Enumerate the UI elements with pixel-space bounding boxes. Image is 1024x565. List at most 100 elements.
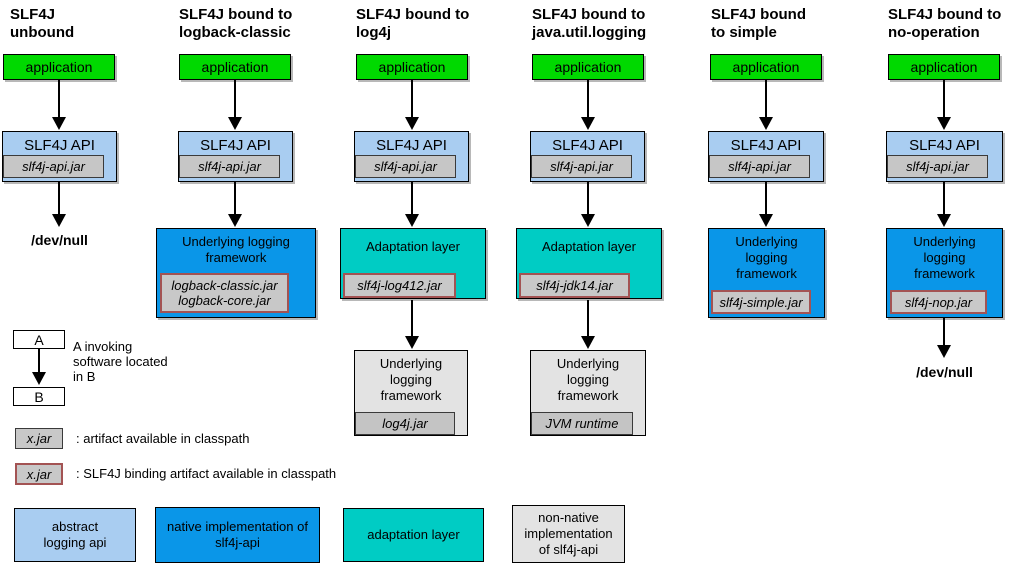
jar-name: slf4j-api.jar <box>728 159 791 174</box>
jar-name: slf4j-api.jar <box>198 159 261 174</box>
application-box: application <box>532 54 644 80</box>
application-label: application <box>201 59 269 75</box>
adaptation-layer-box-log4j: Adaptation layer slf4j-log412.jar <box>340 228 486 299</box>
arrow-line <box>943 80 945 118</box>
arrow-head <box>581 214 595 227</box>
arrow-head <box>52 214 66 227</box>
title-line: SLF4J <box>10 6 56 23</box>
legend-ab-text: A invoking software located in B <box>73 339 168 384</box>
color-key-label: abstract logging api <box>43 519 107 550</box>
arrow-line <box>765 80 767 118</box>
arrow-head <box>228 214 242 227</box>
slf4j-api-label: SLF4J API <box>376 137 447 154</box>
jar-name: slf4j-jdk14.jar <box>536 278 613 293</box>
color-key-nonnative-impl: non-native implementation of slf4j-api <box>512 505 625 563</box>
legend-artifact-jar: x.jar <box>15 428 63 449</box>
binding-jar-label: slf4j-simple.jar <box>711 290 811 314</box>
adaptation-label: Adaptation layer <box>542 239 636 254</box>
jar-name: slf4j-api.jar <box>906 159 969 174</box>
jar-name: x.jar <box>26 466 52 482</box>
arrow-line <box>58 80 60 118</box>
column-title-log4j: SLF4J bound to log4j <box>356 6 469 42</box>
color-key-label: adaptation layer <box>367 527 460 542</box>
arrow-head <box>937 117 951 130</box>
arrow-line <box>587 300 589 337</box>
application-label: application <box>554 59 622 75</box>
color-key-label: native implementation of slf4j-api <box>167 519 308 550</box>
jar-name: slf4j-api.jar <box>550 159 613 174</box>
framework-label: Underlying logging framework <box>182 234 290 265</box>
slf4j-api-jar-label: slf4j-api.jar <box>179 155 280 178</box>
application-label: application <box>910 59 978 75</box>
adaptation-layer-box-jul: Adaptation layer slf4j-jdk14.jar <box>516 228 662 299</box>
jar-name: slf4j-api.jar <box>22 159 85 174</box>
slf4j-api-box: SLF4J API slf4j-api.jar <box>2 131 117 182</box>
jar-name: slf4j-log412.jar <box>357 278 442 293</box>
column-title-simple: SLF4J bound to simple <box>711 6 806 42</box>
slf4j-api-jar-label: slf4j-api.jar <box>709 155 810 178</box>
framework-label: Underlying logging framework <box>913 234 976 281</box>
slf4j-api-label: SLF4J API <box>730 137 802 154</box>
slf4j-api-label: SLF4J API <box>909 137 980 154</box>
legend-a-label: A <box>34 331 44 348</box>
title-line: SLF4J bound to <box>356 6 470 23</box>
slf4j-api-jar-label: slf4j-api.jar <box>531 155 632 178</box>
column-title-unbound: SLF4J unbound <box>10 6 74 42</box>
slf4j-api-box: SLF4J API slf4j-api.jar <box>354 131 469 182</box>
dev-null-label: /dev/null <box>916 364 973 380</box>
arrow-head <box>32 372 46 385</box>
framework-label: Underlying logging framework <box>379 356 443 403</box>
framework-label: Underlying logging framework <box>556 356 620 403</box>
application-label: application <box>25 59 93 75</box>
jar-name: slf4j-api.jar <box>374 159 437 174</box>
legend-box-b: B <box>13 387 65 406</box>
jar-name: slf4j-nop.jar <box>904 294 973 310</box>
arrow-line <box>411 300 413 337</box>
arrow-head <box>52 117 66 130</box>
arrow-head <box>581 336 595 349</box>
color-key-native-impl: native implementation of slf4j-api <box>155 507 320 563</box>
slf4j-api-box: SLF4J API slf4j-api.jar <box>178 131 293 182</box>
arrow-line <box>765 182 767 215</box>
title-line: log4j <box>356 24 392 41</box>
color-key-abstract-api: abstract logging api <box>14 508 136 562</box>
arrow-head <box>759 214 773 227</box>
title-line: java.util.logging <box>532 24 647 41</box>
jar-name: JVM runtime <box>545 416 619 431</box>
column-title-logback: SLF4J bound to logback-classic <box>179 6 292 42</box>
arrow-head <box>405 336 419 349</box>
framework-jar-label: JVM runtime <box>531 412 633 435</box>
column-title-nop: SLF4J bound to no-operation <box>888 6 1001 42</box>
legend-artifact-text: : artifact available in classpath <box>76 431 250 446</box>
slf4j-api-box: SLF4J API slf4j-api.jar <box>530 131 645 182</box>
arrow-head <box>937 214 951 227</box>
application-label: application <box>732 59 800 75</box>
application-box: application <box>3 54 115 80</box>
arrow-line <box>943 318 945 347</box>
title-line: unbound <box>10 24 75 41</box>
application-box: application <box>710 54 822 80</box>
adaptation-label: Adaptation layer <box>366 239 460 254</box>
title-line: no-operation <box>888 24 980 41</box>
jar-name: slf4j-simple.jar <box>719 294 803 310</box>
slf4j-api-label: SLF4J API <box>200 137 271 154</box>
title-line: SLF4J bound to <box>532 6 646 23</box>
color-key-label: non-native implementation of slf4j-api <box>524 510 613 557</box>
application-box: application <box>356 54 468 80</box>
arrow-head <box>581 117 595 130</box>
slf4j-api-box: SLF4J API slf4j-api.jar <box>708 131 824 182</box>
arrow-line <box>234 182 236 215</box>
dev-null-label: /dev/null <box>31 232 88 248</box>
legend-b-label: B <box>34 388 44 405</box>
arrow-line <box>234 80 236 118</box>
arrow-line <box>943 182 945 215</box>
title-line: SLF4J bound <box>711 6 806 23</box>
slf4j-api-jar-label: slf4j-api.jar <box>3 155 104 178</box>
application-box: application <box>888 54 1000 80</box>
binding-jar-label: slf4j-jdk14.jar <box>519 273 630 298</box>
slf4j-api-jar-label: slf4j-api.jar <box>887 155 988 178</box>
underlying-framework-box-log4j: Underlying logging framework log4j.jar <box>354 350 468 436</box>
color-key-adaptation: adaptation layer <box>343 508 484 562</box>
arrow-line <box>411 80 413 118</box>
jar-name: logback-classic.jar logback-core.jar <box>171 278 278 308</box>
